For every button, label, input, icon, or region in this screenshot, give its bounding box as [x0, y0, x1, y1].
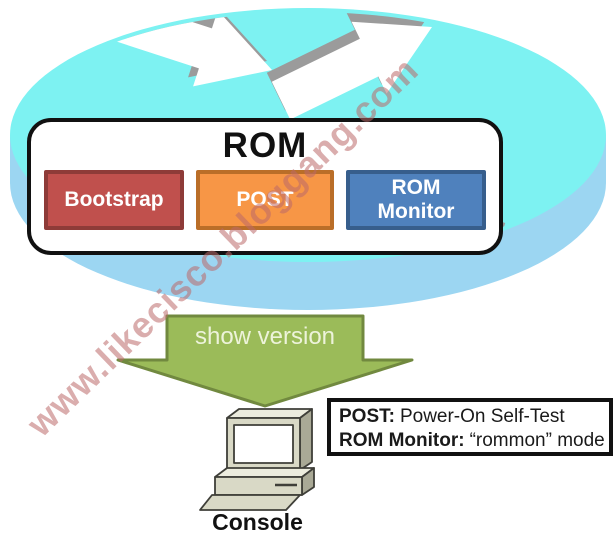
monitor-screen — [233, 424, 294, 464]
rom-chip-row: Bootstrap POST ROM Monitor — [31, 170, 499, 230]
bootstrap-chip: Bootstrap — [44, 170, 184, 230]
legend-line-post: POST:Power-On Self-Test — [339, 405, 609, 429]
console-caption: Console — [212, 509, 303, 535]
post-chip: POST — [196, 170, 334, 230]
system-unit-top-face — [214, 467, 315, 478]
monitor-side-face — [299, 408, 313, 471]
rom-monitor-chip-label: ROM Monitor — [377, 176, 455, 223]
keyboard — [199, 494, 301, 511]
show-version-label: show version — [194, 323, 336, 350]
legend-post-term: POST: — [339, 406, 395, 427]
console-icon — [199, 408, 315, 511]
legend-box: POST:Power-On Self-Test ROM Monitor:“rom… — [327, 398, 613, 456]
rom-monitor-chip: ROM Monitor — [346, 170, 486, 230]
legend-rommon-term: ROM Monitor: — [339, 430, 465, 451]
legend-line-rommon: ROM Monitor:“rommon” mode — [339, 429, 609, 453]
rom-title: ROM — [222, 126, 308, 165]
bootstrap-chip-label: Bootstrap — [64, 188, 164, 211]
post-chip-label: POST — [236, 188, 294, 211]
monitor-top-face — [226, 408, 313, 419]
legend-post-definition: Power-On Self-Test — [399, 406, 565, 427]
down-arrow-shape — [116, 314, 414, 408]
rom-box: ROM Bootstrap POST ROM Monitor — [27, 118, 503, 255]
legend-rommon-definition: “rommon” mode — [469, 430, 605, 451]
